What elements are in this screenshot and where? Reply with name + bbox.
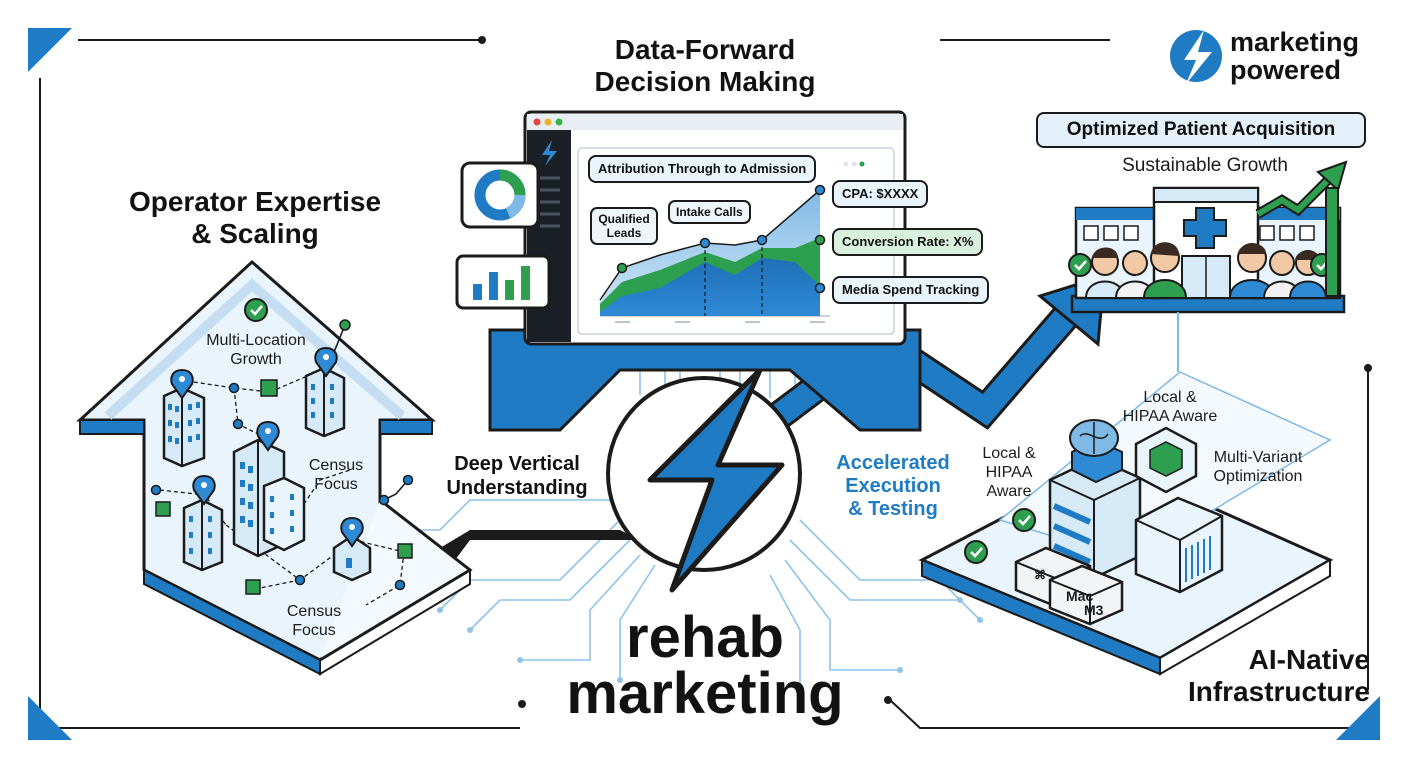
corner-triangle-top-left bbox=[28, 28, 72, 72]
frame-dot bbox=[518, 700, 526, 708]
building-bottom-left bbox=[182, 498, 224, 572]
callout-conversion-rate: Conversion Rate: X% bbox=[832, 228, 984, 256]
mac-label: Mac bbox=[1066, 588, 1094, 604]
center-emblem bbox=[606, 367, 802, 593]
census-right-line2: Focus bbox=[314, 476, 358, 493]
network-nodes bbox=[150, 382, 414, 591]
corner-triangle-bottom-right bbox=[1336, 696, 1380, 740]
bar-chart-icon bbox=[455, 254, 551, 310]
label-accelerated-execution: Accelerated Execution & Testing bbox=[814, 452, 972, 521]
label-vertical-understanding: Deep Vertical Understanding bbox=[424, 452, 610, 500]
frame-dot bbox=[884, 696, 892, 704]
heading-infrastructure: AI-Native Infrastructure bbox=[1160, 644, 1370, 708]
network-node-green bbox=[339, 319, 351, 331]
label-census-bottom: Census Focus bbox=[276, 602, 352, 640]
check-icon bbox=[964, 508, 1036, 564]
mac-mini-label: ⌘ bbox=[1034, 568, 1046, 582]
label-census-right: Census Focus bbox=[298, 456, 374, 494]
brain-chip-icon bbox=[1069, 419, 1123, 484]
execution-line1: Accelerated bbox=[836, 452, 950, 474]
heading-operator: Operator Expertise & Scaling bbox=[90, 186, 420, 250]
lightning-bolt-icon bbox=[647, 367, 785, 593]
callout-intake-calls: Intake Calls bbox=[668, 200, 751, 224]
heading-operator-line2: & Scaling bbox=[191, 218, 319, 249]
qualified-line2: Leads bbox=[606, 226, 642, 240]
donut-chart-icon bbox=[460, 161, 540, 229]
center-line2: marketing bbox=[566, 661, 844, 726]
building-center bbox=[232, 438, 306, 558]
callout-cpa: CPA: $XXXX bbox=[832, 180, 929, 208]
brand-name: marketing powered bbox=[1230, 28, 1390, 84]
label-local-hipaa-top: Local & HIPAA Aware bbox=[1110, 388, 1230, 426]
frame-dot bbox=[1364, 364, 1372, 372]
qualified-line1: Qualified bbox=[598, 212, 650, 226]
heading-decision: Data-Forward Decision Making bbox=[540, 34, 870, 98]
center-wordmark: rehab marketing bbox=[520, 605, 890, 726]
local-left-line3: Aware bbox=[986, 483, 1032, 500]
local-left-line1: Local & bbox=[982, 445, 1036, 462]
callout-media-spend: Media Spend Tracking bbox=[832, 276, 990, 304]
map-pin-icon bbox=[170, 346, 364, 548]
label-multi-variant: Multi-Variant Optimization bbox=[1196, 448, 1320, 486]
vertical-line2: Understanding bbox=[446, 477, 588, 499]
heading-infrastructure-line1: AI-Native bbox=[1248, 644, 1370, 675]
building-left bbox=[162, 386, 206, 468]
frame-dot bbox=[478, 36, 486, 44]
sustainable-growth-arrow bbox=[1255, 160, 1348, 297]
census-right-line1: Census bbox=[308, 457, 364, 474]
m3-label: M3 bbox=[1084, 602, 1104, 618]
growth-line2: Growth bbox=[230, 351, 282, 368]
brand-line2: powered bbox=[1230, 55, 1342, 85]
corner-triangle-bottom-left bbox=[28, 696, 72, 740]
multivariant-line2: Optimization bbox=[1213, 468, 1303, 485]
label-local-hipaa-left: Local & HIPAA Aware bbox=[972, 444, 1046, 501]
local-top-line1: Local & bbox=[1143, 389, 1197, 406]
vertical-line1: Deep Vertical bbox=[454, 453, 580, 475]
sidebar-bolt-icon bbox=[542, 140, 557, 166]
brand-logo-icon bbox=[1170, 30, 1222, 84]
server-rack-right bbox=[1134, 496, 1224, 594]
callout-qualified-leads: Qualified Leads bbox=[590, 207, 658, 245]
execution-line2: Execution bbox=[845, 475, 941, 497]
label-multi-location: Multi-Location Growth bbox=[188, 331, 324, 369]
center-line1: rehab bbox=[626, 605, 784, 670]
acquisition-subtitle: Sustainable Growth bbox=[1122, 155, 1288, 176]
census-bottom-line1: Census bbox=[286, 603, 342, 620]
acquisition-title: Optimized Patient Acquisition bbox=[1036, 112, 1366, 148]
chart-title: Attribution Through to Admission bbox=[588, 155, 817, 183]
building-right bbox=[304, 366, 346, 438]
local-top-line2: HIPAA Aware bbox=[1122, 408, 1218, 425]
brand-line1: marketing bbox=[1230, 27, 1360, 57]
census-bottom-line2: Focus bbox=[292, 622, 336, 639]
heading-operator-line1: Operator Expertise bbox=[128, 186, 382, 217]
heading-decision-line1: Data-Forward bbox=[614, 34, 796, 65]
variant-cube-icon bbox=[1134, 426, 1198, 494]
multivariant-line1: Multi-Variant bbox=[1213, 449, 1303, 466]
heading-infrastructure-line2: Infrastructure bbox=[1187, 676, 1370, 707]
network-cubes bbox=[155, 379, 413, 595]
execution-line3: & Testing bbox=[848, 498, 938, 520]
growth-line1: Multi-Location bbox=[206, 332, 306, 349]
local-left-line2: HIPAA bbox=[985, 464, 1033, 481]
heading-decision-line2: Decision Making bbox=[594, 66, 816, 97]
check-icon bbox=[244, 298, 268, 322]
mac-mini-stack bbox=[1014, 546, 1124, 626]
